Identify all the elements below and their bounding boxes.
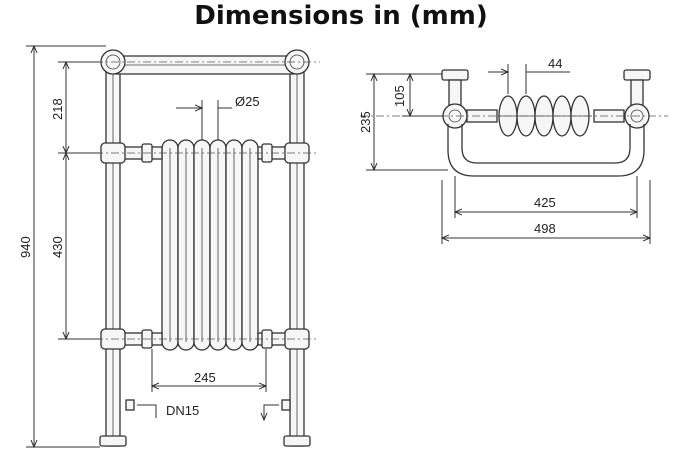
wall-offset-label: 105 (392, 85, 407, 107)
inlet-arrow-left (137, 404, 157, 418)
outer-width-label: 498 (534, 221, 556, 236)
upper-offset-label: 218 (50, 98, 65, 120)
overall-height-label: 940 (18, 236, 33, 258)
right-foot (283, 435, 311, 447)
left-wall-bracket (441, 69, 469, 81)
section-width-label: 245 (194, 370, 216, 385)
inlet-arrow-right (264, 404, 279, 420)
top-dimensions: 235 105 44 425 498 (358, 56, 650, 244)
valve-centres-label: 430 (50, 236, 65, 258)
top-view (360, 69, 668, 177)
depth-label: 235 (358, 111, 373, 133)
connection-label: DN15 (166, 403, 199, 418)
pipe-diameter-label: Ø25 (235, 94, 260, 109)
right-wall-bracket (623, 69, 651, 81)
page-title: Dimensions in (mm) (194, 1, 488, 31)
radiator-columns (161, 139, 259, 351)
front-view (95, 49, 320, 447)
radiator-sections-top (498, 95, 592, 137)
front-dimensions: 940 218 430 Ø25 245 DN15 (18, 46, 266, 447)
left-foot (99, 435, 127, 447)
inner-width-label: 425 (534, 195, 556, 210)
u-rail (447, 124, 645, 177)
section-pitch-label: 44 (548, 56, 562, 71)
